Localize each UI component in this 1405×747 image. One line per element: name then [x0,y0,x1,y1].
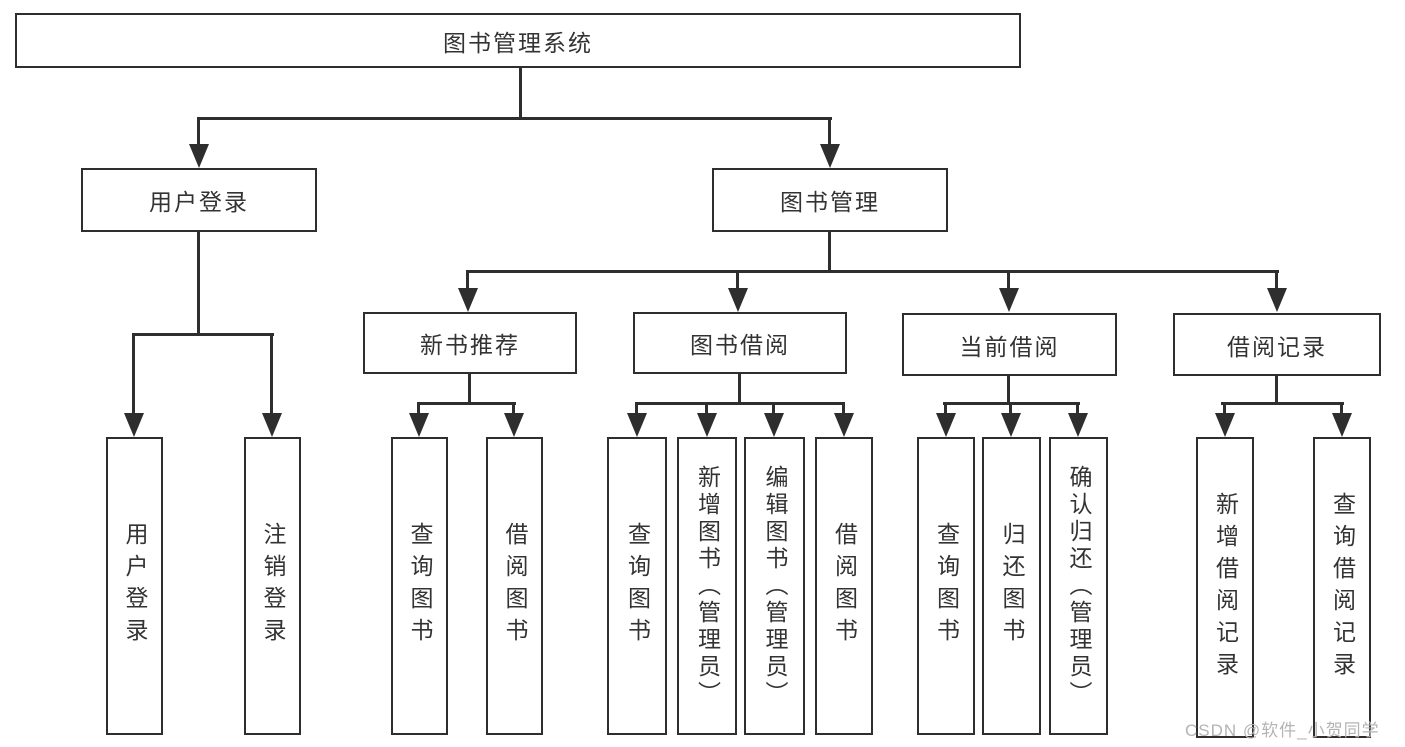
node-new-book-recommend: 新书推荐 [363,312,577,374]
connector-current-borrow-drop [1007,270,1010,290]
connector-current-borrow-stem [1007,376,1010,405]
connector-book-borrow-stem [738,374,741,405]
connector-book-borrow-drop [736,270,739,290]
arrowhead-logout-leaf [262,413,282,437]
connector-new-book-drop [466,270,469,290]
leaf-bb-borrow-books: 借阅图书 [815,437,873,735]
arrowhead-bb-edit [764,413,784,437]
arrowhead-login-leaf [124,413,144,437]
connector-cb-query-drop [944,402,947,415]
node-user-login: 用户登录 [81,168,317,232]
leaf-bb-query-books: 查询图书 [607,437,667,735]
connector-book-management-stem [828,232,831,273]
node-current-borrowing: 当前借阅 [902,313,1117,376]
connector-level2-branch [197,117,832,120]
connector-logout-leaf-drop [270,333,273,415]
connector-new-book-branch [418,402,516,405]
connector-user-login-drop [197,117,200,147]
leaf-bb-edit-books-admin: 编辑图书（管理员） [744,437,805,735]
connector-borrow-records-drop [1275,270,1278,290]
connector-borrow-records-stem [1275,376,1278,405]
connector-cb-return-drop [1009,402,1012,415]
connector-user-login-stem [197,232,200,336]
arrowhead-book-borrow [728,288,748,312]
connector-bb-query-drop [635,402,638,415]
connector-level3-branch [467,270,1279,273]
arrowhead-new-book [458,288,478,312]
arrowhead-bb-query [627,413,647,437]
watermark: CSDN @软件_小贺同学 [1185,721,1380,740]
leaf-br-add-record: 新增借阅记录 [1196,437,1254,738]
connector-nbr-borrow-drop [512,402,515,415]
arrowhead-current-borrow [999,288,1019,312]
connector-bb-edit-drop [772,402,775,415]
connector-nbr-query-drop [417,402,420,415]
arrowhead-book-management [820,144,840,168]
node-book-management: 图书管理 [712,168,948,232]
leaf-bb-add-books-admin: 新增图书（管理员） [677,437,737,735]
leaf-cb-query-books: 查询图书 [917,437,975,735]
connector-bb-add-drop [705,402,708,415]
connector-borrow-records-branch [1221,402,1344,405]
node-root: 图书管理系统 [15,13,1021,68]
arrowhead-cb-confirm [1068,413,1088,437]
connector-root-stem [519,67,522,118]
arrowhead-borrow-records [1267,288,1287,312]
arrowhead-bb-add [697,413,717,437]
connector-user-login-branch [132,333,274,336]
leaf-logout: 注销登录 [244,437,301,735]
node-book-borrowing: 图书借阅 [633,312,847,374]
arrowhead-br-query [1332,413,1352,437]
connector-book-management-drop [828,117,831,147]
connector-br-query-drop [1340,402,1343,415]
arrowhead-nbr-query [409,413,429,437]
connector-new-book-stem [468,374,471,405]
arrowhead-bb-borrow [834,413,854,437]
arrowhead-cb-return [1001,413,1021,437]
connector-book-borrow-branch [635,402,845,405]
leaf-br-query-record: 查询借阅记录 [1313,437,1371,738]
connector-login-leaf-drop [132,333,135,415]
leaf-nbr-query-books: 查询图书 [391,437,448,735]
leaf-cb-confirm-return-admin: 确认归还（管理员） [1049,437,1108,735]
connector-cb-confirm-drop [1076,402,1079,415]
leaf-cb-return-books: 归还图书 [982,437,1041,735]
arrowhead-nbr-borrow [504,413,524,437]
leaf-user-login: 用户登录 [106,437,163,735]
arrowhead-user-login [189,144,209,168]
node-borrow-records: 借阅记录 [1173,313,1381,376]
connector-br-add-drop [1223,402,1226,415]
arrowhead-cb-query [936,413,956,437]
connector-bb-borrow-drop [842,402,845,415]
leaf-nbr-borrow-books: 借阅图书 [486,437,543,735]
arrowhead-br-add [1215,413,1235,437]
